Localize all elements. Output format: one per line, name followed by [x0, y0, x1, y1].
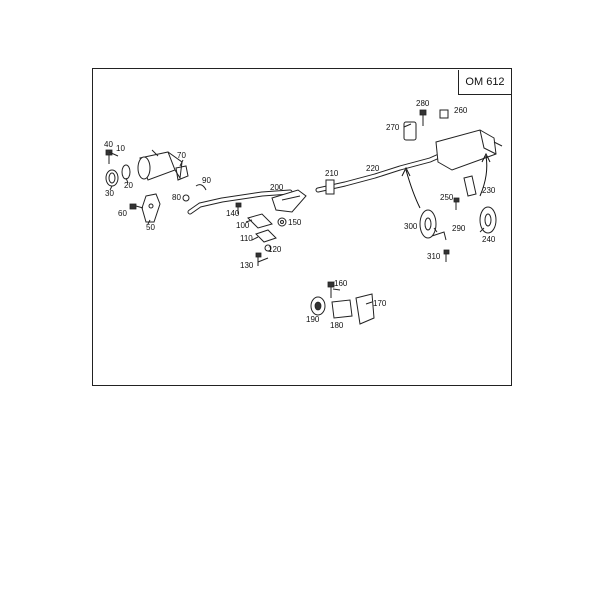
callout-110: 110 — [240, 234, 253, 243]
callout-90: 90 — [202, 176, 211, 185]
engine-code-badge: OM 612 — [458, 70, 511, 95]
bracket-100 — [247, 213, 273, 229]
callout-250: 250 — [440, 193, 454, 202]
arrows — [401, 152, 491, 209]
callout-50: 50 — [146, 223, 155, 232]
callout-160: 160 — [334, 279, 348, 288]
callout-80: 80 — [172, 193, 181, 202]
clamp-110 — [255, 229, 277, 243]
callout-70: 70 — [177, 151, 186, 160]
callout-200: 200 — [270, 183, 284, 192]
diagram-frame — [92, 68, 512, 386]
washer-150 — [277, 217, 287, 227]
callout-10: 10 — [116, 144, 125, 153]
hanger-270 — [403, 121, 417, 141]
bolt-130 — [255, 252, 262, 266]
callout-310: 310 — [427, 252, 441, 261]
clip-90 — [195, 184, 207, 191]
callout-100: 100 — [236, 221, 250, 230]
callout-240: 240 — [482, 235, 496, 244]
bolt-160 — [327, 281, 335, 298]
bolt-310 — [443, 249, 450, 262]
bracket-290 — [431, 231, 447, 241]
rubber-mount-190 — [310, 296, 326, 316]
clamp-180 — [331, 299, 353, 319]
callout-60: 60 — [118, 209, 127, 218]
bracket-50 — [141, 193, 161, 223]
callout-20: 20 — [124, 181, 133, 190]
nut-120 — [264, 244, 272, 252]
center-section-200 — [271, 189, 307, 213]
callout-labels: 10 20 30 40 50 60 70 80 90 100 110 120 1… — [104, 99, 496, 330]
callout-30: 30 — [105, 189, 114, 198]
bracket-230 — [463, 175, 477, 197]
callout-190: 190 — [306, 315, 320, 324]
hanger-bracket-170 — [355, 293, 375, 325]
callout-180: 180 — [330, 321, 344, 330]
callout-220: 220 — [366, 164, 380, 173]
callout-150: 150 — [288, 218, 302, 227]
leader-lines — [108, 123, 485, 305]
callout-230: 230 — [482, 186, 496, 195]
callout-290: 290 — [452, 224, 466, 233]
hanger-240 — [479, 206, 497, 234]
callout-260: 260 — [454, 106, 468, 115]
nut-80 — [182, 194, 190, 202]
callout-210: 210 — [325, 169, 339, 178]
bolt-140 — [235, 202, 242, 214]
bolt-280 — [419, 109, 427, 126]
bolt-250 — [453, 197, 460, 210]
callout-140: 140 — [226, 209, 240, 218]
clamp-70 — [175, 165, 189, 181]
nut-260 — [439, 109, 449, 119]
catalytic-converter — [137, 151, 183, 181]
callout-280: 280 — [416, 99, 430, 108]
bolt-60 — [129, 203, 144, 210]
callout-120: 120 — [268, 245, 282, 254]
rear-muffler — [435, 129, 503, 171]
callout-40: 40 — [104, 140, 113, 149]
callout-270: 270 — [386, 123, 400, 132]
hanger-300 — [419, 209, 437, 239]
exhaust-pipe — [187, 149, 451, 215]
callout-130: 130 — [240, 261, 254, 270]
callout-170: 170 — [373, 299, 387, 308]
callout-300: 300 — [404, 222, 418, 231]
clamp-210 — [325, 179, 335, 195]
